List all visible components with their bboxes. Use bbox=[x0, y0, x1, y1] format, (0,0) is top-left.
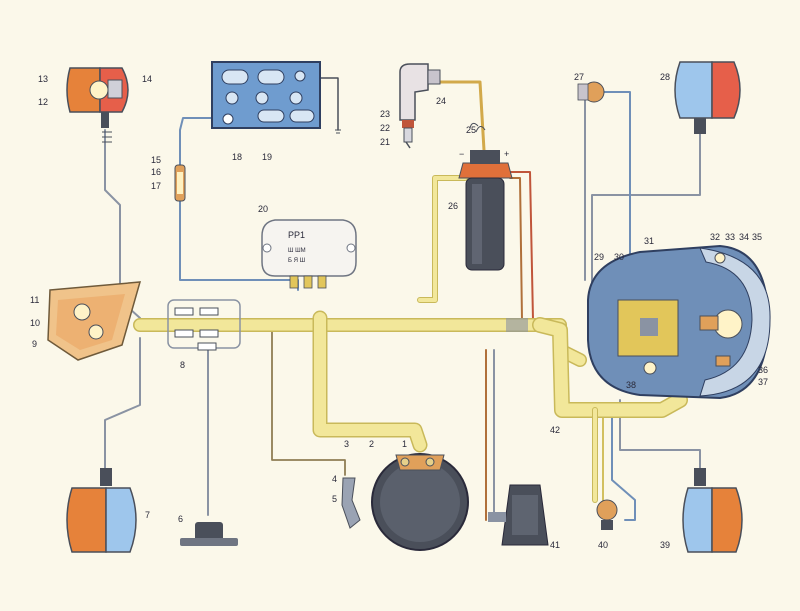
bulb-icon bbox=[89, 80, 109, 100]
label-20: 20 bbox=[258, 204, 268, 214]
label-8: 8 bbox=[180, 360, 185, 370]
coil-plus-label: + bbox=[504, 149, 509, 159]
harness-junction-right bbox=[506, 318, 528, 332]
horn bbox=[488, 484, 549, 546]
label-2: 2 bbox=[369, 439, 374, 449]
label-18: 18 bbox=[232, 152, 242, 162]
label-12: 12 bbox=[38, 97, 48, 107]
label-24: 24 bbox=[436, 96, 446, 106]
label-41: 41 bbox=[550, 540, 560, 550]
label-30: 30 bbox=[614, 252, 624, 262]
ignition-coil: − + bbox=[458, 122, 513, 271]
headlight bbox=[587, 244, 771, 400]
label-21: 21 bbox=[380, 137, 390, 147]
regulator-model: PP1 bbox=[288, 230, 305, 240]
regulator-row-1: Ш ШМ bbox=[288, 248, 306, 254]
rear-right-turn-signal bbox=[682, 468, 743, 553]
generator bbox=[371, 453, 469, 551]
front-left-turn-signal bbox=[66, 67, 129, 143]
label-36: 36 bbox=[758, 365, 768, 375]
label-10: 10 bbox=[30, 318, 40, 328]
label-9: 9 bbox=[32, 339, 37, 349]
front-right-turn-signal bbox=[674, 61, 741, 134]
label-29: 29 bbox=[594, 252, 604, 262]
wire-battery-ground bbox=[317, 77, 339, 131]
stop-switch bbox=[596, 499, 618, 530]
battery bbox=[211, 61, 341, 134]
wire-coil-red bbox=[504, 171, 534, 321]
label-1: 1 bbox=[402, 439, 407, 449]
voltage-regulator: PP1 Ш ШМ Б Я Ш bbox=[261, 219, 357, 289]
label-26: 26 bbox=[448, 201, 458, 211]
harness-branch-coil bbox=[418, 176, 467, 302]
label-13: 13 bbox=[38, 74, 48, 84]
label-31: 31 bbox=[644, 236, 654, 246]
label-6: 6 bbox=[178, 514, 183, 524]
wire-7-up bbox=[104, 337, 141, 469]
label-22: 22 bbox=[380, 123, 390, 133]
connector-block-8 bbox=[167, 299, 241, 351]
bulb-icon bbox=[73, 303, 91, 321]
label-5: 5 bbox=[332, 494, 337, 504]
bulb-icon bbox=[643, 361, 657, 375]
label-38: 38 bbox=[626, 380, 636, 390]
label-32: 32 bbox=[710, 232, 720, 242]
harness-branch-generator bbox=[314, 312, 426, 451]
label-7: 7 bbox=[145, 510, 150, 520]
label-15: 15 bbox=[151, 155, 161, 165]
label-37: 37 bbox=[758, 377, 768, 387]
label-34: 34 bbox=[739, 232, 749, 242]
neutral-switch bbox=[341, 477, 361, 529]
reference-labels: 1 2 3 4 5 6 7 8 9 10 11 12 13 14 15 16 1… bbox=[30, 72, 768, 550]
brake-switch bbox=[180, 522, 238, 546]
regulator-row-2: Б Я Ш bbox=[288, 258, 305, 264]
label-16: 16 bbox=[151, 167, 161, 177]
label-4: 4 bbox=[332, 474, 337, 484]
harness-right bbox=[533, 318, 687, 417]
label-17: 17 bbox=[151, 181, 161, 191]
wire-40-up bbox=[611, 409, 636, 521]
wire-coil-brown bbox=[509, 177, 523, 321]
bulb-icon bbox=[714, 252, 726, 264]
thin-wires bbox=[104, 77, 701, 521]
wire-battery-fuse bbox=[179, 117, 213, 166]
wire-hv bbox=[436, 80, 486, 152]
label-14: 14 bbox=[142, 74, 152, 84]
bulb-icon bbox=[88, 324, 104, 340]
rear-light bbox=[47, 281, 142, 361]
label-33: 33 bbox=[725, 232, 735, 242]
label-11: 11 bbox=[30, 295, 39, 305]
wire-26-down bbox=[591, 129, 701, 291]
coil-minus-label: − bbox=[459, 149, 464, 159]
fuse-holder bbox=[174, 164, 186, 202]
label-25: 25 bbox=[466, 125, 476, 135]
label-19: 19 bbox=[262, 152, 272, 162]
label-3: 3 bbox=[344, 439, 349, 449]
label-28: 28 bbox=[660, 72, 670, 82]
wire-39-up bbox=[619, 399, 701, 469]
label-23: 23 bbox=[380, 109, 390, 119]
horn-button bbox=[577, 81, 605, 103]
label-42: 42 bbox=[550, 425, 560, 435]
main-harness bbox=[133, 175, 688, 503]
spark-plug bbox=[399, 63, 441, 149]
label-39: 39 bbox=[660, 540, 670, 550]
rear-left-turn-signal bbox=[66, 468, 137, 553]
label-40: 40 bbox=[598, 540, 608, 550]
wire-4-sw bbox=[271, 331, 346, 476]
wire-27-down bbox=[599, 91, 631, 256]
label-35: 35 bbox=[752, 232, 762, 242]
battery-plus-terminal bbox=[222, 113, 234, 125]
label-27: 27 bbox=[574, 72, 584, 82]
